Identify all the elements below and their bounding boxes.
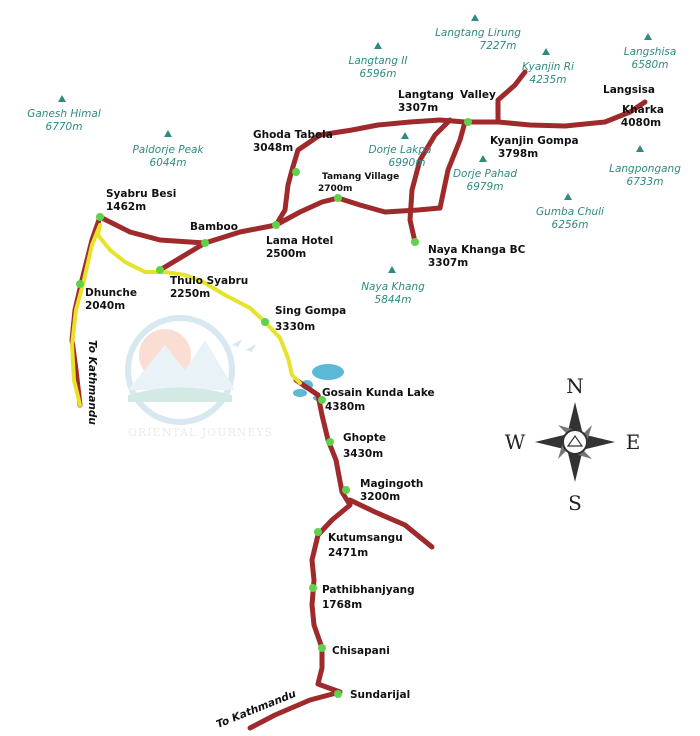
place-kharka-name: Kharka <box>622 104 664 116</box>
watermark-text: ORIENTAL JOURNEYS <box>128 426 273 439</box>
mountain-gumba-chuli-elev: 6256m <box>552 219 589 231</box>
place-sing-gompa-elev: 3330m <box>275 321 315 333</box>
mountain-dorje-pahad-name: Dorje Pahad <box>453 168 517 180</box>
mountain-paldorje-peak-name: Paldorje Peak <box>132 144 204 156</box>
place-sundarijal-name: Sundarijal <box>350 689 410 701</box>
compass-s: S <box>568 491 582 515</box>
mountain-langtang-lirung-elev: 7227m <box>480 40 517 52</box>
mountain-langpongang-name: Langpongang <box>609 163 681 175</box>
trail-tamang-loop <box>273 195 443 228</box>
place-lama-hotel-name: Lama Hotel <box>266 235 333 247</box>
compass-w: W <box>505 430 526 454</box>
place-chisapani-name: Chisapani <box>332 645 390 657</box>
mountain-dorje-pahad-elev: 6979m <box>467 181 504 193</box>
place-naya-khanga-bc-name: Naya Khanga BC <box>428 244 526 256</box>
mountain-langtang-ii-name: Langtang II <box>348 55 407 67</box>
mountain-naya-khang-name: Naya Khang <box>361 281 425 293</box>
mountain-langtang-ii-elev: 6596m <box>360 68 397 80</box>
place-kutumsangu-name: Kutumsangu <box>328 532 403 544</box>
place-magingoth-name: Magingoth <box>360 478 423 490</box>
place-bamboo-name: Bamboo <box>190 221 238 233</box>
trail-naya-khanga <box>437 119 468 211</box>
to-kathmandu-west-label: To Kathmandu <box>86 340 98 425</box>
place-kutumsangu-elev: 2471m <box>328 547 368 559</box>
mountain-langshisa-elev: 6580m <box>632 59 669 71</box>
place-gosain-kunda-name: Gosain Kunda Lake <box>322 387 435 399</box>
trail-kyanjin-ri <box>495 69 528 125</box>
place-tamang-village-elev: 2700m <box>318 184 352 194</box>
place-langtang-valley-elev: 3307m <box>398 102 438 114</box>
stop-markers <box>76 118 472 698</box>
place-dhunche-name: Dhunche <box>85 287 137 299</box>
place-thulo-syabru-name: Thulo Syabru <box>170 275 248 287</box>
mountain-dorje-lakpa-elev: 6990m <box>389 157 426 169</box>
place-tamang-village-name: Tamang Village <box>322 172 399 182</box>
compass-rose: N S W E <box>505 374 641 515</box>
mountain-naya-khang-elev: 5844m <box>375 294 412 306</box>
mountain-kyanjin-ri-elev: 4235m <box>530 74 567 86</box>
mountain-markers <box>58 14 652 273</box>
place-ghopte-elev: 3430m <box>343 448 383 460</box>
place-labels: Langtang Valley 3307m Kyanjin Gompa 3798m… <box>85 84 664 701</box>
place-thulo-syabru-elev: 2250m <box>170 288 210 300</box>
place-pathibhanjyang-elev: 1768m <box>322 599 362 611</box>
place-ghoda-tabela-name: Ghoda Tabela <box>253 129 333 141</box>
mountain-paldorje-peak-elev: 6044m <box>150 157 187 169</box>
yellow-route <box>70 223 302 407</box>
trail-syabru-to-langtang <box>97 99 648 246</box>
trail-naya-khanga-bc <box>407 117 453 245</box>
mountain-langtang-lirung-name: Langtang Lirung <box>435 27 521 39</box>
place-dhunche-elev: 2040m <box>85 300 125 312</box>
place-syabru-besi-elev: 1462m <box>106 201 146 213</box>
place-sing-gompa-name: Sing Gompa <box>275 305 346 317</box>
place-langtang-valley-name-2: Valley <box>460 89 496 101</box>
compass-n: N <box>566 374 584 398</box>
place-gosain-kunda-elev: 4380m <box>325 401 365 413</box>
place-langtang-valley-name-1: Langtang <box>398 89 454 101</box>
mountain-ganesh-himal-name: Ganesh Himal <box>27 108 101 120</box>
place-kyanjin-gompa-elev: 3798m <box>498 148 538 160</box>
mountain-gumba-chuli-name: Gumba Chuli <box>536 206 604 218</box>
place-langsisa-name: Langsisa <box>603 84 655 96</box>
place-langtang-valley-name: Langtang Valley <box>398 89 496 101</box>
mountain-kyanjin-ri-name: Kyanjin Ri <box>522 61 574 73</box>
mountain-labels: Langtang Lirung 7227m Langtang II 6596m … <box>27 27 681 306</box>
place-syabru-besi-name: Syabru Besi <box>106 188 176 200</box>
mountain-langpongang-elev: 6733m <box>627 176 664 188</box>
place-ghoda-tabela-elev: 3048m <box>253 142 293 154</box>
place-langsisa-kharka-elev: 4080m <box>621 117 661 129</box>
mountain-dorje-lakpa-name: Dorje Lakpa <box>368 144 431 156</box>
place-lama-hotel-elev: 2500m <box>266 248 306 260</box>
mountain-langshisa-name: Langshisa <box>624 46 677 58</box>
watermark-logo: ORIENTAL JOURNEYS <box>125 315 273 439</box>
place-ghopte-name: Ghopte <box>343 432 386 444</box>
trail-magingoth-spur <box>347 497 435 550</box>
mountain-ganesh-himal-elev: 6770m <box>46 121 83 133</box>
trail-thulo-link <box>157 240 208 273</box>
place-pathibhanjyang-name: Pathibhanjyang <box>322 584 415 596</box>
place-naya-khanga-bc-elev: 3307m <box>428 257 468 269</box>
compass-e: E <box>626 430 641 454</box>
place-kyanjin-gompa-name: Kyanjin Gompa <box>490 135 579 147</box>
place-magingoth-elev: 3200m <box>360 491 400 503</box>
